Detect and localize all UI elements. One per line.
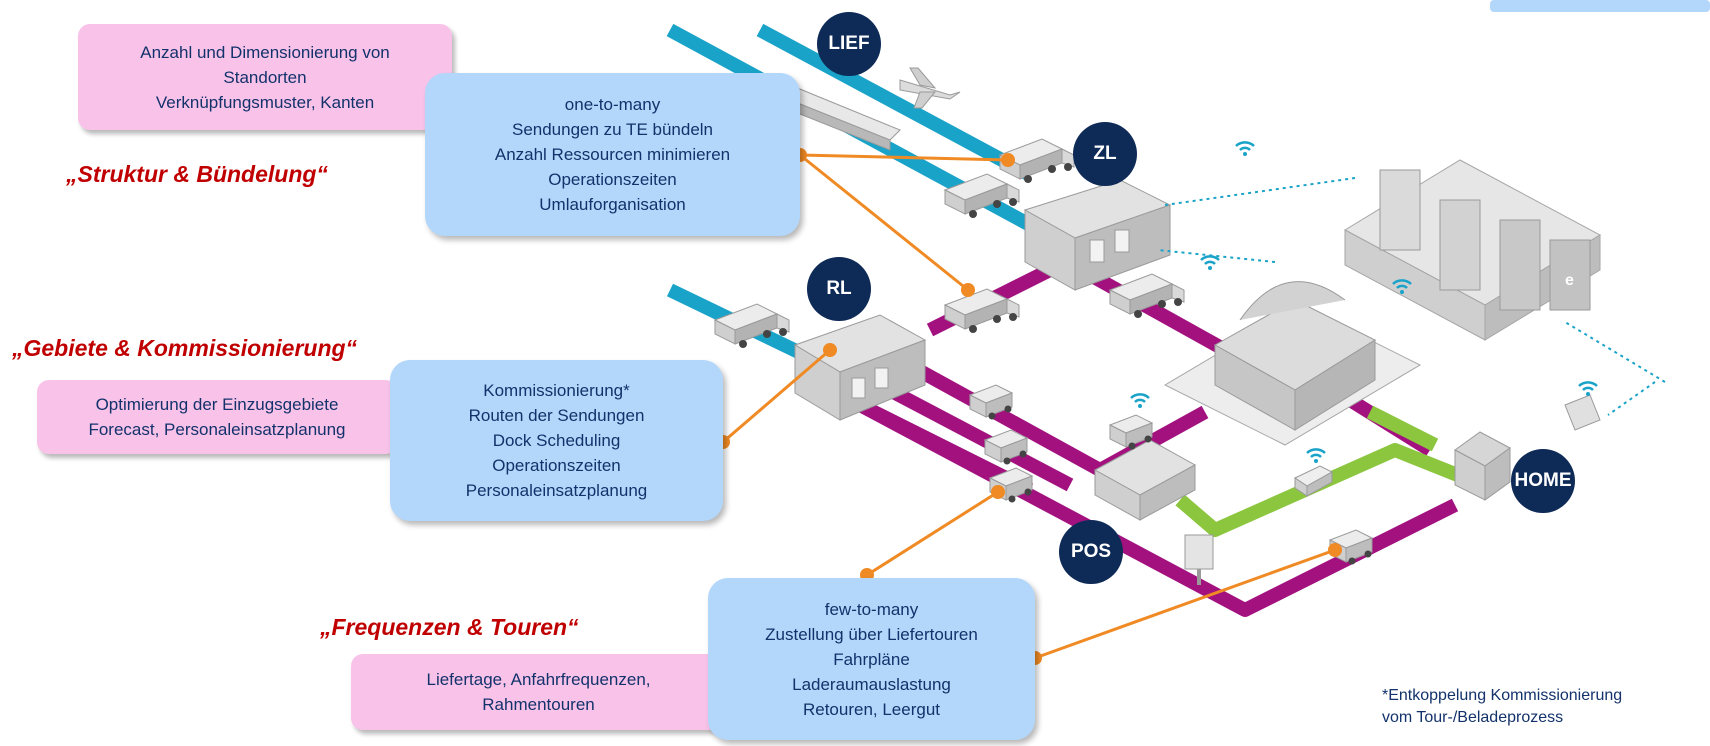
- heading-frequenzen: „Frequenzen & Touren“: [320, 614, 579, 640]
- cropped-blue-box: [1490, 0, 1710, 12]
- blue-box-line: Retouren, Leergut: [802, 699, 941, 719]
- wifi-icon: [1234, 141, 1256, 158]
- wifi-icon: [1129, 393, 1151, 410]
- blue-box-pos: few-to-many Zustellung über Liefertouren…: [708, 578, 1035, 740]
- blue-box-line: Personaleinsatzplanung: [465, 481, 648, 500]
- signpost-icon: [1184, 534, 1214, 585]
- heading-gebiete: „Gebiete & Kommissionierung“: [12, 335, 358, 361]
- airplane-icon: [899, 67, 961, 109]
- wifi-icon: [1305, 448, 1327, 465]
- footnote-line: *Entkoppelung Kommissionierung: [1382, 687, 1623, 704]
- footnote-line: vom Tour-/Beladeprozess: [1382, 709, 1564, 726]
- blue-box-line: Operationszeiten: [492, 456, 621, 475]
- blue-box-rl: Kommissionierung* Routen der Sendungen D…: [390, 360, 723, 521]
- blue-box-zl: one-to-many Sendungen zu TE bündeln Anza…: [425, 73, 800, 236]
- pink-box-gebiete: Optimierung der Einzugsgebiete Forecast,…: [37, 380, 397, 454]
- pink-box-line: Rahmentouren: [482, 695, 595, 714]
- blue-box-line: Operationszeiten: [548, 170, 677, 189]
- shopping-mall-icon: [1163, 281, 1422, 446]
- svg-text:e: e: [1565, 272, 1574, 289]
- blue-box-line: Umlauforganisation: [539, 195, 686, 214]
- pink-box-line: Liefertage, Anfahrfrequenzen,: [426, 670, 651, 689]
- blue-box-line: Routen der Sendungen: [468, 406, 645, 425]
- laptop-icon: [1564, 394, 1601, 431]
- pink-box-line: Anzahl und Dimensionierung von: [140, 42, 390, 62]
- store-icon: [1093, 439, 1197, 521]
- footnote: *Entkoppelung Kommissionierung vom Tour-…: [1382, 685, 1622, 729]
- warehouse-icon: [793, 314, 927, 421]
- ecommerce-building-icon: e: [1343, 159, 1602, 341]
- car-icon: [1293, 465, 1334, 497]
- blue-box-line: few-to-many: [824, 599, 919, 619]
- node-rl: RL: [807, 257, 871, 321]
- blue-box-line: Sendungen zu TE bündeln: [511, 120, 714, 139]
- pink-box-line: Forecast, Personaleinsatzplanung: [88, 420, 346, 439]
- pink-box-line: Verknüpfungsmuster, Kanten: [155, 92, 375, 112]
- house-icon: [1454, 431, 1511, 501]
- pink-box-struktur: Anzahl und Dimensionierung von Standorte…: [78, 24, 452, 130]
- node-lief: LIEF: [817, 12, 881, 76]
- pink-box-line: Optimierung der Einzugsgebiete: [95, 395, 339, 414]
- node-home: HOME: [1511, 449, 1575, 513]
- warehouse-icon: [1023, 179, 1172, 291]
- orange-connectors: [722, 153, 1336, 660]
- blue-box-line: Dock Scheduling: [492, 431, 621, 450]
- node-pos: POS: [1059, 520, 1123, 584]
- blue-box-line: Fahrpläne: [833, 649, 910, 669]
- node-zl: ZL: [1073, 122, 1137, 186]
- blue-box-line: Laderaumauslastung: [792, 674, 951, 694]
- blue-box-line: Anzahl Ressourcen minimieren: [494, 145, 731, 164]
- pink-box-line: Standorten: [223, 67, 307, 87]
- blue-box-line: Kommissionierung*: [483, 381, 630, 400]
- wifi-icon: [1199, 255, 1221, 272]
- wifi-icon: [1577, 381, 1599, 398]
- heading-struktur: „Struktur & Bündelung“: [66, 161, 328, 187]
- blue-box-line: one-to-many: [564, 95, 661, 114]
- blue-box-line: Zustellung über Liefertouren: [765, 624, 978, 644]
- information-flow-arrows: [1157, 177, 1666, 416]
- pink-box-frequenzen: Liefertage, Anfahrfrequenzen, Rahmentour…: [351, 654, 726, 730]
